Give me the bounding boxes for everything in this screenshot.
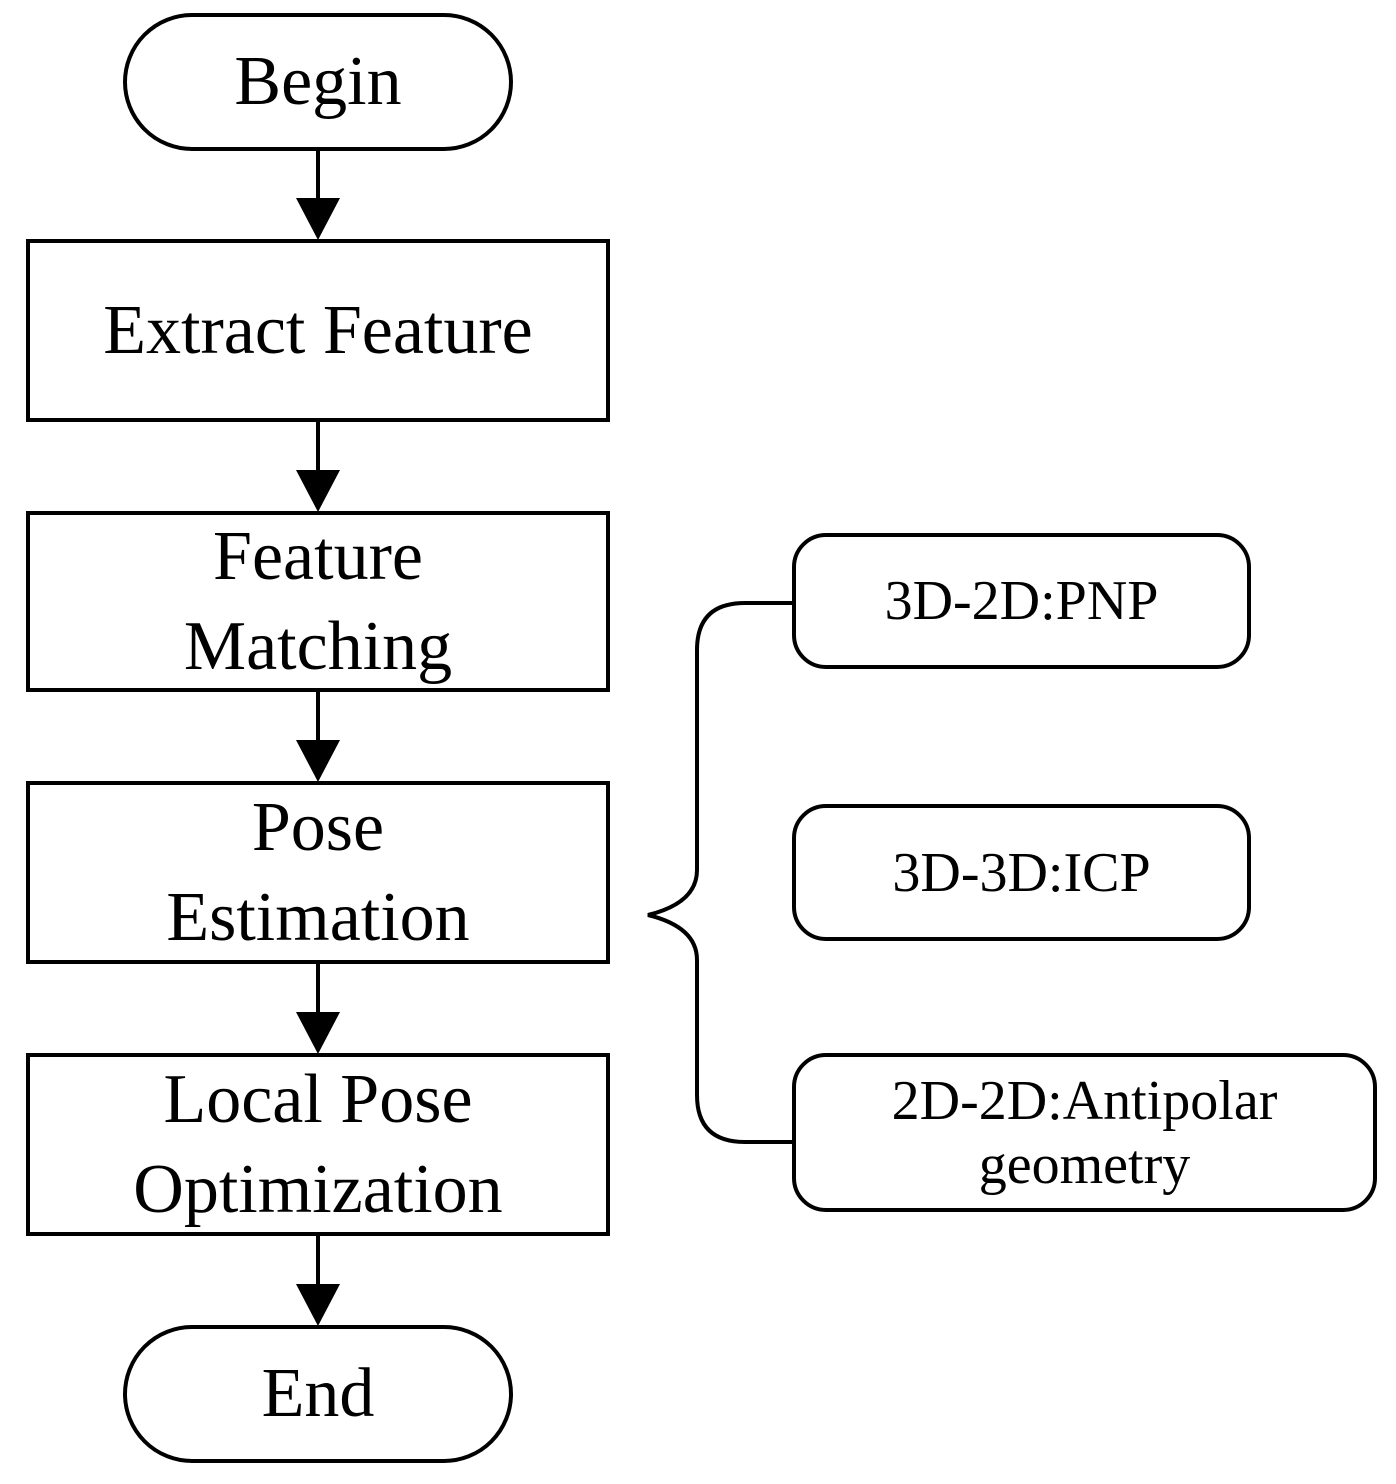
feature-matching-node: Feature Matching [26,511,610,692]
arrowhead-optimization-to-end [296,1284,340,1326]
pose-estimation-label-line1: Pose [251,788,385,866]
arrowhead-extract-to-matching [296,470,340,512]
local-pose-optimization-node: Local Pose Optimization [26,1053,610,1236]
local-pose-optimization-label-line2: Optimization [133,1150,503,1228]
method-icp-label: 3D-3D:ICP [892,841,1151,904]
pose-estimation-node: Pose Estimation [26,781,610,964]
begin-node: Begin [123,13,513,151]
extract-feature-label: Extract Feature [103,291,533,369]
arrowhead-matching-to-pose [296,740,340,782]
method-antipolar-label-line2: geometry [978,1133,1191,1196]
end-label: End [261,1355,375,1432]
feature-matching-label-line2: Matching [183,607,453,685]
method-pnp-label: 3D-2D:PNP [884,570,1159,632]
arrowhead-begin-to-extract [296,198,340,240]
arrowhead-pose-to-optimization [296,1012,340,1054]
curly-brace [647,601,792,1144]
end-node: End [123,1325,513,1463]
begin-label: Begin [234,43,402,120]
feature-matching-label-line1: Feature [213,517,423,595]
pose-estimation-label-line2: Estimation [166,878,470,956]
extract-feature-node: Extract Feature [26,239,610,422]
method-antipolar-node: 2D-2D:Antipolar geometry [792,1053,1377,1212]
method-pnp-node: 3D-2D:PNP [792,533,1251,669]
method-icp-node: 3D-3D:ICP [792,804,1251,941]
local-pose-optimization-label-line1: Local Pose [163,1060,473,1138]
method-antipolar-label-line1: 2D-2D:Antipolar [891,1069,1278,1132]
